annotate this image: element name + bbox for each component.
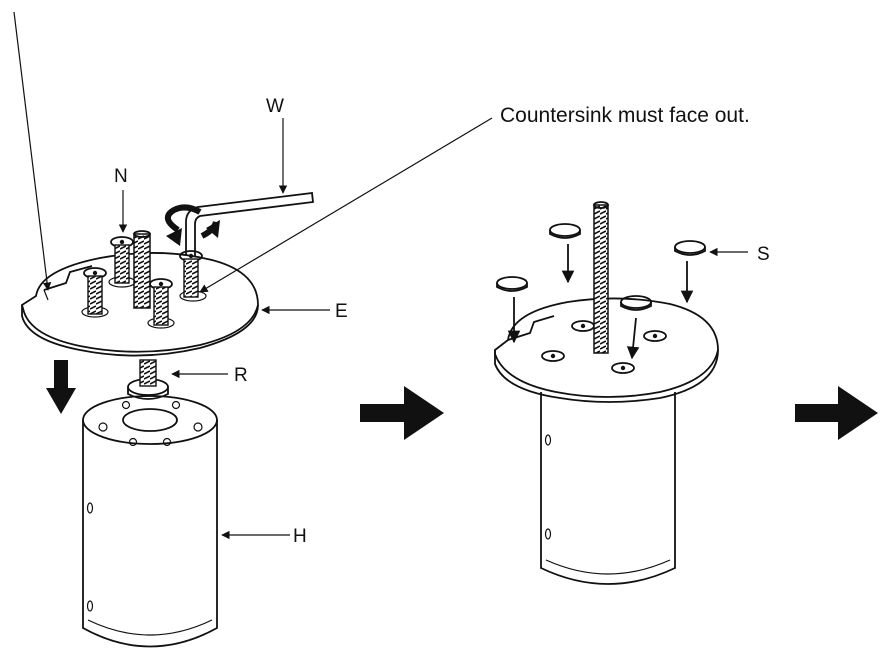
plugs-s: [496, 223, 706, 360]
down-arrow: [46, 360, 76, 414]
leader-countersink: [199, 117, 493, 293]
step-2-assembled: [494, 201, 748, 585]
nut-r: [127, 359, 169, 400]
leader-top-left: [13, 11, 52, 291]
housing-h: [82, 395, 218, 648]
right-arrow-2: [795, 386, 878, 440]
label-e: E: [335, 301, 348, 322]
screws-n: [81, 236, 207, 329]
label-r: R: [234, 365, 248, 386]
countersink-note: Countersink must face out.: [500, 104, 750, 127]
plate-e: [20, 252, 259, 357]
label-n: N: [114, 166, 128, 187]
label-h: H: [293, 526, 307, 547]
right-arrow-1: [360, 386, 444, 440]
threaded-rod: [593, 204, 609, 354]
label-s: S: [757, 244, 770, 265]
step-1-exploded: [13, 11, 493, 648]
hex-key-w: [165, 191, 314, 256]
standoff: [133, 233, 151, 309]
label-w: W: [266, 96, 284, 117]
